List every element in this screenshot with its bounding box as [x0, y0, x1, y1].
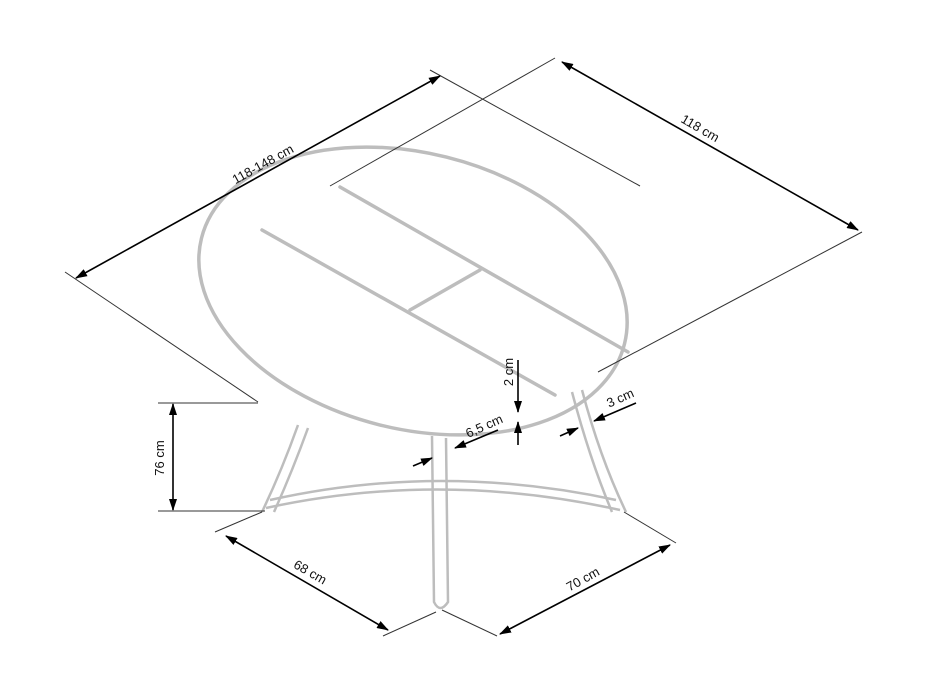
label-base-right: 70 cm: [564, 564, 602, 594]
label-extended-length: 118-148 cm: [230, 141, 296, 187]
label-base-left: 68 cm: [291, 557, 329, 588]
base-crossbar-upper: [265, 488, 621, 512]
table-base: [260, 389, 628, 610]
extension-lines: [64, 57, 863, 637]
dimension-arrows: [75, 61, 859, 635]
label-leg-thickness: 3 cm: [604, 385, 636, 410]
top-center-seam: [408, 268, 482, 312]
arrow-leg-width-b: [454, 429, 499, 449]
base-crossbar-lower: [269, 479, 617, 502]
arrow-leg-thickness-a: [559, 427, 579, 437]
right-leg-inner: [580, 389, 628, 513]
left-leg-outer: [260, 424, 300, 513]
arrow-extended-length: [75, 75, 441, 279]
table-top: [197, 145, 630, 437]
arrow-leg-width-a: [412, 457, 433, 467]
arrow-leg-thickness-b: [593, 402, 637, 422]
arrow-base-right: [499, 544, 671, 635]
label-height: 76 cm: [152, 440, 167, 475]
label-top-thickness: 2 cm: [501, 358, 516, 386]
center-leg: [430, 435, 450, 610]
right-leg-outer: [570, 391, 614, 513]
table-top-outline: [197, 145, 629, 437]
arrow-base-left: [225, 535, 389, 631]
arrow-width: [561, 61, 859, 231]
left-leg-inner: [272, 427, 310, 513]
extension-leaf-edge-upper: [338, 185, 630, 354]
